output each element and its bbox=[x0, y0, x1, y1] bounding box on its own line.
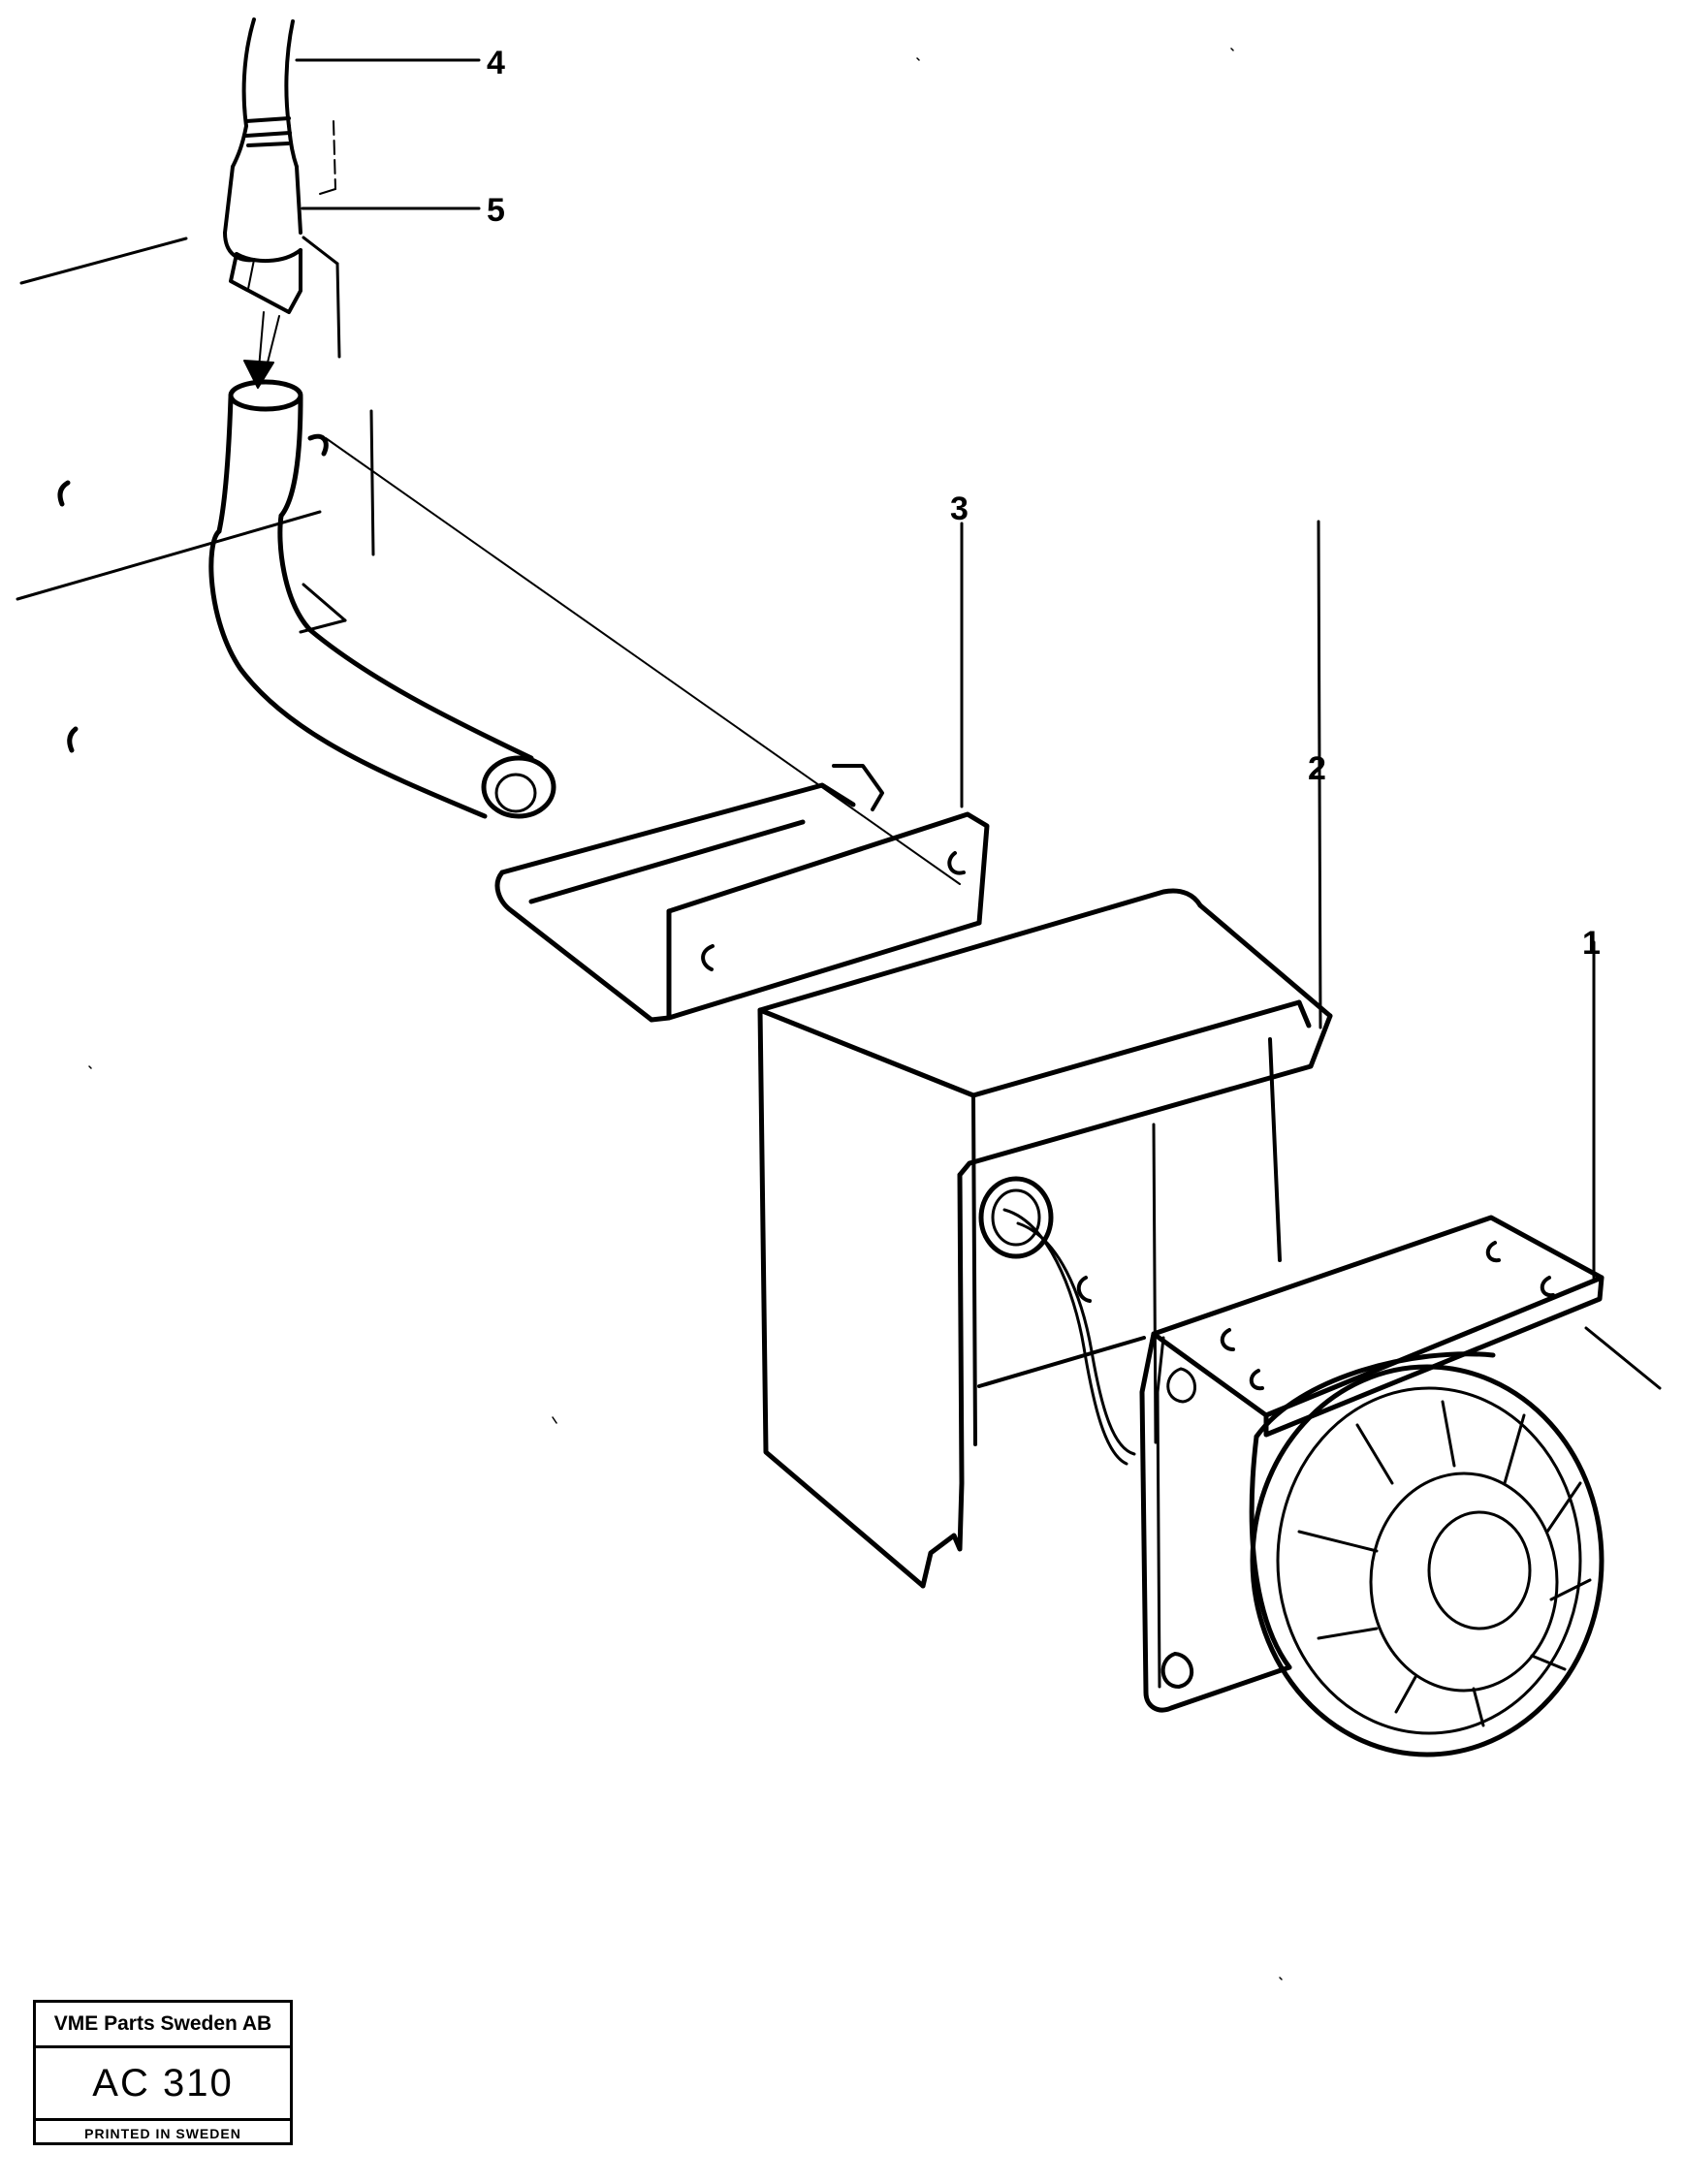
cable-part-4 bbox=[231, 17, 481, 195]
leader-line-hose bbox=[325, 437, 961, 885]
cover-part-2 bbox=[757, 520, 1333, 1589]
callout-part-3: 3 bbox=[950, 491, 969, 527]
mounting-surface-lines bbox=[16, 236, 375, 753]
callout-part-2: 2 bbox=[1308, 750, 1326, 787]
connector-part-5 bbox=[223, 165, 481, 389]
callout-part-4: 4 bbox=[487, 45, 505, 81]
siren-part-1 bbox=[1139, 940, 1662, 1757]
scan-speckles bbox=[88, 47, 1283, 1980]
hose-grommet bbox=[208, 379, 556, 819]
company-name: VME Parts Sweden AB bbox=[36, 2003, 290, 2048]
callout-part-5: 5 bbox=[487, 192, 505, 229]
siren-wires bbox=[1002, 1208, 1136, 1466]
callout-part-1: 1 bbox=[1582, 925, 1601, 962]
bracket-part-3 bbox=[494, 522, 990, 1023]
drawing-code: AC 310 bbox=[36, 2048, 290, 2121]
printed-notice: PRINTED IN SWEDEN bbox=[84, 2125, 241, 2141]
title-block: VME Parts Sweden AB AC 310 PRINTED IN SW… bbox=[33, 2000, 293, 2145]
